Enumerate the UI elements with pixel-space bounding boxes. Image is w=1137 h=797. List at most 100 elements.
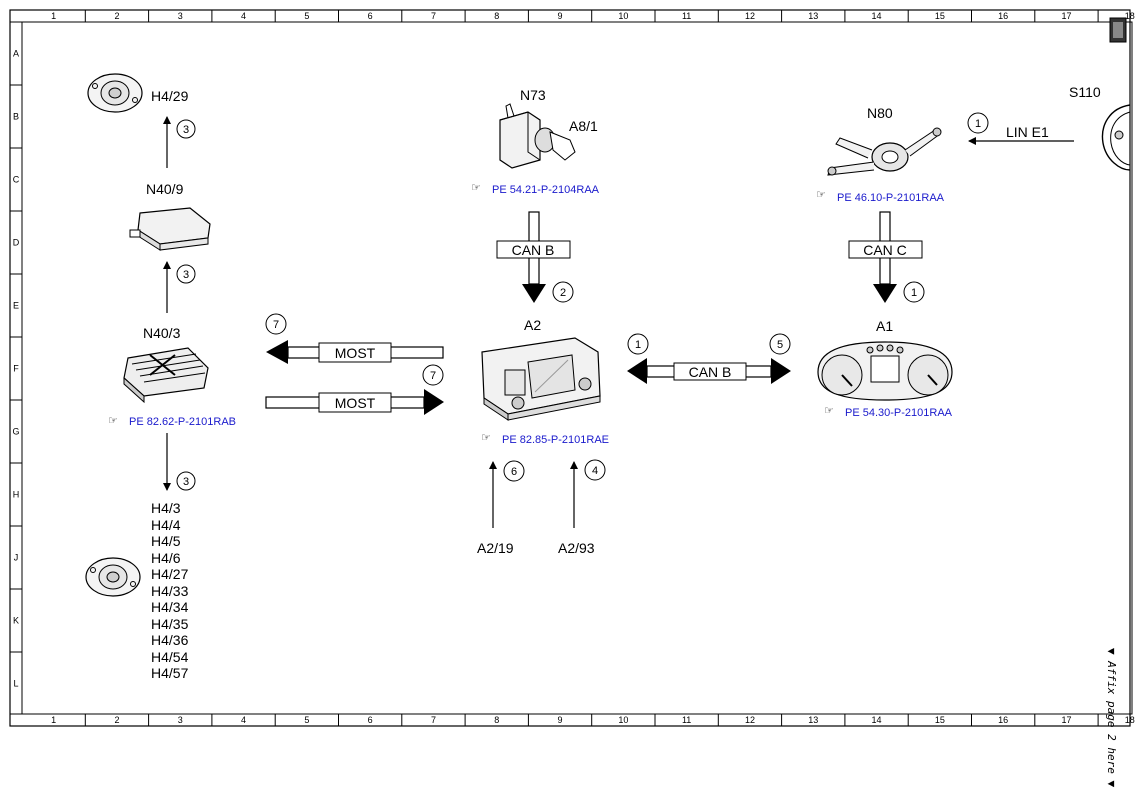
label-s110: S110 [1069, 84, 1101, 100]
grid-column-label: 1 [51, 11, 56, 21]
amplifier-n40-3-icon [123, 347, 209, 404]
speaker-item: H4/54 [151, 649, 189, 665]
grid-row-label: C [13, 175, 20, 185]
marker-number: 3 [183, 476, 189, 488]
grid-column-label: 3 [178, 715, 183, 725]
marker-circle [903, 281, 925, 303]
grid-column-label: 17 [1061, 715, 1071, 725]
marker-number: 7 [430, 370, 436, 382]
speaker-item: H4/5 [151, 533, 181, 549]
marker-number: 3 [183, 124, 189, 136]
book-icon [1109, 17, 1127, 43]
grid-column-label: 11 [682, 715, 691, 725]
grid-column-label: 8 [494, 715, 499, 725]
ignition-switch-n73-icon [499, 103, 576, 169]
marker-circle [422, 364, 444, 386]
label-a1: A1 [876, 318, 893, 334]
grid-row-label: E [13, 301, 19, 311]
grid-row-label: K [13, 616, 19, 626]
grid-row-label: B [13, 112, 19, 122]
marker-circle [265, 313, 287, 335]
speaker-h4-29-icon [87, 73, 143, 113]
bus-label: CAN C [863, 242, 907, 258]
marker-number: 6 [511, 466, 517, 478]
label-n73: N73 [520, 87, 546, 103]
reference-pointer-icon: ☞ [108, 415, 118, 427]
steering-column-module-n80-icon [827, 127, 942, 176]
most-bus-incoming: MOST [265, 389, 444, 415]
bus-label: CAN B [689, 364, 732, 380]
grid-column-label: 12 [745, 11, 755, 21]
grid-column-label: 8 [494, 11, 499, 21]
marker-circle [503, 460, 525, 482]
speaker-item: H4/6 [151, 550, 181, 566]
reference-pointer-icon: ☞ [481, 432, 491, 444]
grid-column-label: 7 [431, 11, 436, 21]
marker-circle [967, 112, 989, 134]
grid-column-label: 6 [368, 11, 373, 21]
grid-row-label: J [14, 553, 19, 563]
speaker-item: H4/33 [151, 583, 189, 599]
speaker-item: H4/27 [151, 566, 189, 582]
grid-row-label: G [12, 427, 19, 437]
grid-column-label: 16 [998, 715, 1008, 725]
grid-column-label: 17 [1061, 11, 1071, 21]
speaker-list: H4/3 H4/4 H4/5 H4/6 H4/27 H4/33 H4/34 H4… [151, 500, 189, 681]
bus-label: CAN B [512, 242, 555, 258]
grid-column-label: 10 [618, 11, 628, 21]
grid-column-label: 9 [558, 11, 563, 21]
grid-row-label: A [13, 49, 19, 59]
speaker-item: H4/4 [151, 517, 181, 533]
marker-number: 5 [777, 339, 783, 351]
ref-n73[interactable]: PE 54.21-P-2104RAA [492, 184, 600, 196]
grid-column-label: 7 [431, 715, 436, 725]
speaker-item: H4/57 [151, 665, 189, 681]
marker-circle [584, 459, 606, 481]
ref-a1[interactable]: PE 54.30-P-2101RAA [845, 407, 953, 419]
ref-a2[interactable]: PE 82.85-P-2101RAE [502, 434, 609, 446]
speaker-item: H4/3 [151, 500, 181, 516]
grid-row-label: L [13, 679, 18, 689]
grid-column-label: 5 [304, 11, 309, 21]
grid-row-label: D [13, 238, 20, 248]
marker-circle [176, 119, 196, 139]
most-bus-outgoing: MOST [266, 340, 444, 364]
marker-number: 1 [975, 118, 981, 130]
grid-column-label: 4 [241, 11, 246, 21]
can-c-bus-n80: CAN C [848, 211, 923, 303]
marker-circle [627, 333, 649, 355]
steering-wheel-s110-icon [1101, 104, 1131, 171]
outer-frame [9, 9, 1131, 727]
marker-circle [552, 281, 574, 303]
bus-label: MOST [335, 345, 376, 361]
ref-n80[interactable]: PE 46.10-P-2101RAA [837, 192, 945, 204]
grid-column-label: 11 [682, 11, 691, 21]
ref-n40-3[interactable]: PE 82.62-P-2101RAB [129, 416, 236, 428]
grid-column-label: 18 [1125, 715, 1135, 725]
grid-column-label: 12 [745, 715, 755, 725]
label-n40-9: N40/9 [146, 181, 184, 197]
grid-column-label: 9 [558, 715, 563, 725]
grid-column-label: 13 [808, 715, 818, 725]
grid-column-label: 10 [618, 715, 628, 725]
label-n80: N80 [867, 105, 893, 121]
label-n40-3: N40/3 [143, 325, 181, 341]
grid-column-label: 5 [304, 715, 309, 725]
marker-number: 3 [183, 269, 189, 281]
grid-column-label: 4 [241, 715, 246, 725]
label-a2-19: A2/19 [477, 540, 514, 556]
can-b-bus-a2-a1: CAN B [627, 358, 791, 384]
grid-column-label: 14 [872, 715, 882, 725]
grid-row-label: F [13, 364, 19, 374]
grid-column-label: 15 [935, 11, 945, 21]
marker-circle [176, 471, 196, 491]
control-unit-n40-9-icon [129, 207, 211, 251]
reference-pointer-icon: ☞ [471, 182, 481, 194]
label-a2: A2 [524, 317, 541, 333]
marker-number: 2 [560, 287, 566, 299]
marker-number: 1 [635, 339, 641, 351]
grid-column-label: 2 [114, 11, 119, 21]
grid-rulers: 1122334455667788991010111112121313141415… [10, 10, 1135, 726]
grid-column-label: 14 [872, 11, 882, 21]
